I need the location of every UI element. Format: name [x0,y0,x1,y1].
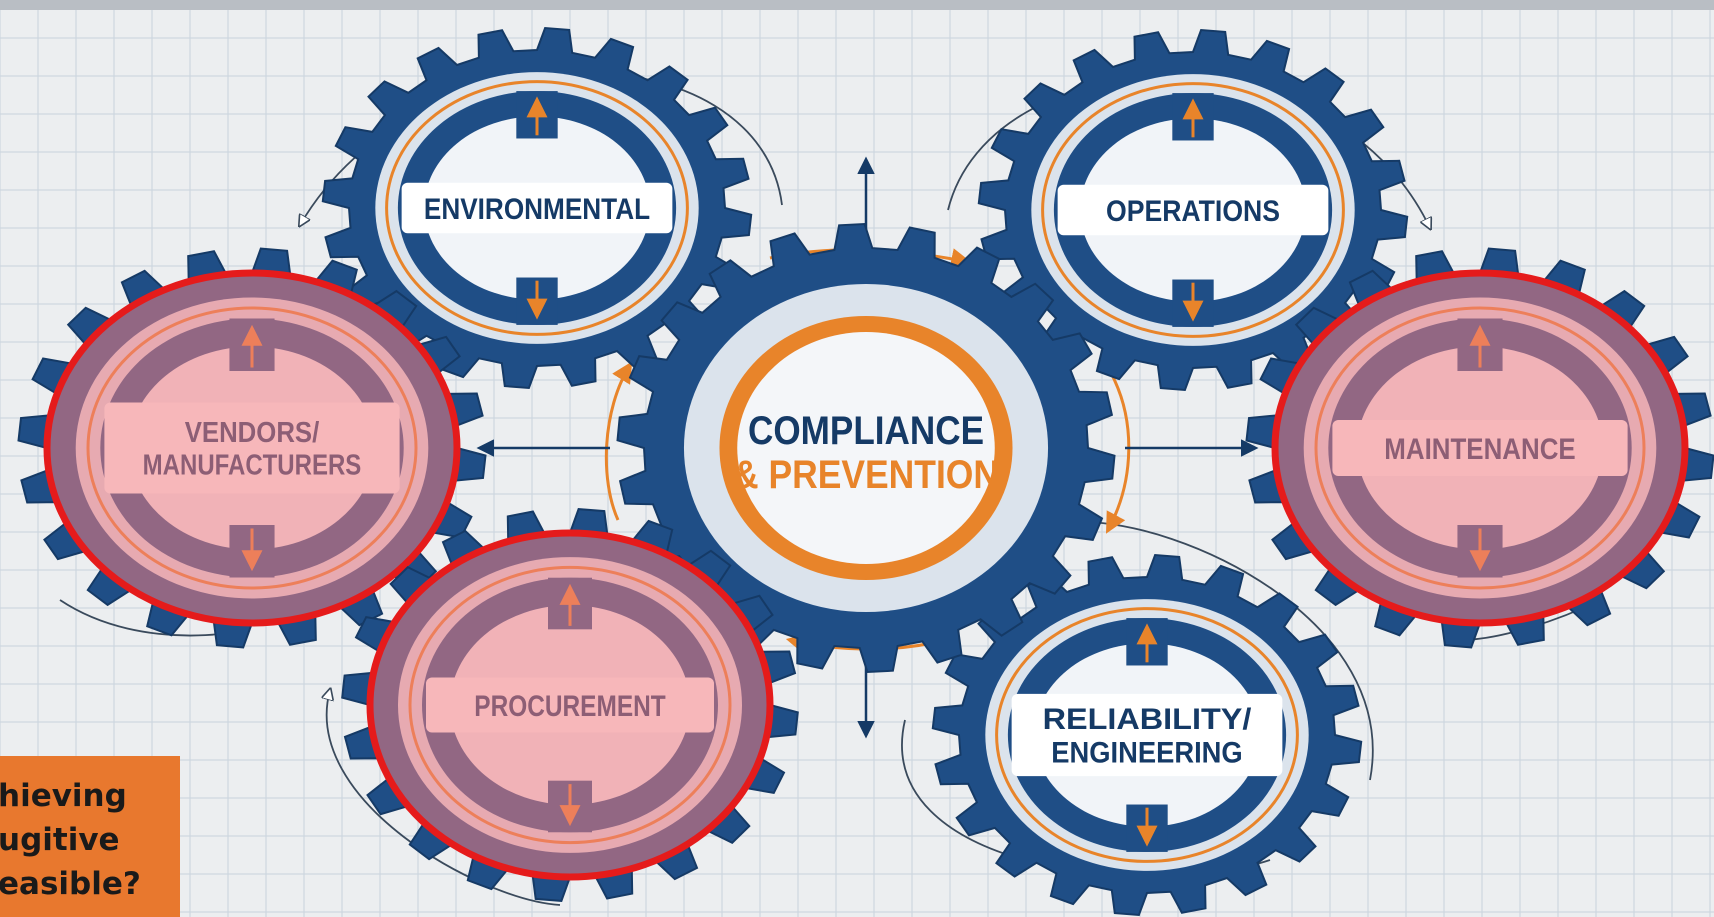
center-label-line2: & PREVENTION [733,453,999,497]
arc-procurement [327,690,561,906]
gear-label-operations-0: OPERATIONS [1106,195,1280,228]
gear-procurement: PROCUREMENT [341,508,799,902]
highlight-fill [370,533,770,877]
gear-label-band [401,182,673,234]
center-label-line1: COMPLIANCE [748,409,984,453]
callout-line-2: ugitive [0,822,120,858]
gear-vendors: VENDORS/MANUFACTURERS [17,247,487,649]
arc-reliability-outer [1079,521,1374,781]
gear-reliability: RELIABILITY/ENGINEERING [931,553,1363,917]
gear-orange-ring [1041,82,1345,338]
callout-line-3: easible? [0,866,141,902]
gear-label-band [1011,693,1283,777]
gear-center: COMPLIANCE& PREVENTION [616,222,1116,674]
gear-orange-ring [385,80,689,336]
orange-arc-right [1106,374,1131,534]
question-callout: hieving ugitive easible? [0,756,180,917]
gear-label-band [1057,184,1329,236]
highlight-ring [1271,269,1689,627]
callout-line-1: hieving [0,778,127,814]
highlight-ring [43,269,461,627]
highlight-ring [366,529,774,881]
gear-label-reliability-1: ENGINEERING [1051,737,1242,770]
gear-label-reliability-0: RELIABILITY/ [1043,703,1253,736]
top-border [0,0,1714,10]
orange-arc-left [604,361,633,521]
gear-maintenance: MAINTENANCE [1245,247,1714,649]
gear-operations: OPERATIONS [977,28,1409,392]
gear-orange-ring [995,607,1299,863]
gear-environmental: ENVIRONMENTAL [321,26,753,390]
highlight-fill [1275,273,1685,623]
center-hub [737,332,995,564]
gear-label-environmental-0: ENVIRONMENTAL [424,193,650,226]
highlight-fill [47,273,457,623]
